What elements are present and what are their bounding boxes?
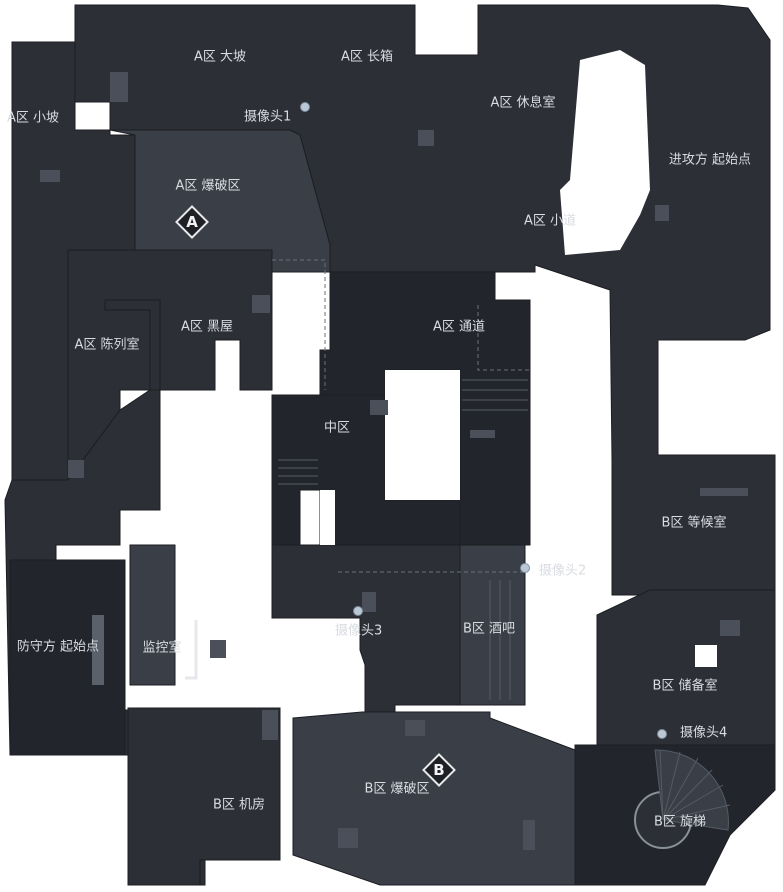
site-a-marker[interactable]: A — [175, 205, 209, 239]
camera-2-dot[interactable] — [520, 563, 530, 573]
camera-3-label: 摄像头3 — [335, 623, 383, 639]
room-label-b-bar: B区 酒吧 — [462, 621, 516, 637]
camera-4-label: 摄像头4 — [680, 725, 728, 741]
site-b-letter: B — [433, 761, 445, 779]
room-label-a-small-slope: A区 小坡 — [6, 110, 60, 126]
room-label-b-machine-room: B区 机房 — [212, 797, 266, 813]
camera-4-dot[interactable] — [657, 729, 667, 739]
room-label-a-site: A区 爆破区 — [175, 178, 241, 194]
room-label-a-showroom: A区 陈列室 — [74, 337, 140, 353]
room-label-defender-spawn: 防守方 起始点 — [16, 639, 100, 655]
camera-2-label: 摄像头2 — [539, 563, 587, 579]
room-label-b-storage: B区 储备室 — [652, 678, 718, 694]
room-label-a-lounge: A区 休息室 — [490, 95, 556, 111]
room-label-a-corridor: A区 通道 — [432, 319, 486, 335]
room-label-a-long-box: A区 长箱 — [340, 49, 394, 65]
room-label-control-room: 监控室 — [142, 640, 182, 656]
room-label-a-big-slope: A区 大坡 — [193, 49, 247, 65]
camera-3-dot[interactable] — [353, 606, 363, 616]
camera-1-dot[interactable] — [300, 102, 310, 112]
room-label-b-waiting-room: B区 等候室 — [661, 515, 727, 531]
room-label-b-spiral-stairs: B区 旋梯 — [653, 814, 707, 830]
site-b-marker[interactable]: B — [422, 753, 456, 787]
room-label-b-site: B区 爆破区 — [364, 781, 430, 797]
room-label-attacker-spawn: 进攻方 起始点 — [668, 152, 752, 168]
room-label-a-alley: A区 小道 — [523, 213, 577, 229]
camera-1-label: 摄像头1 — [244, 109, 292, 125]
room-label-mid: 中区 — [323, 420, 351, 436]
site-a-letter: A — [186, 213, 198, 231]
map-rooms — [4, 4, 776, 886]
room-label-a-dark-room: A区 黑屋 — [180, 319, 234, 335]
